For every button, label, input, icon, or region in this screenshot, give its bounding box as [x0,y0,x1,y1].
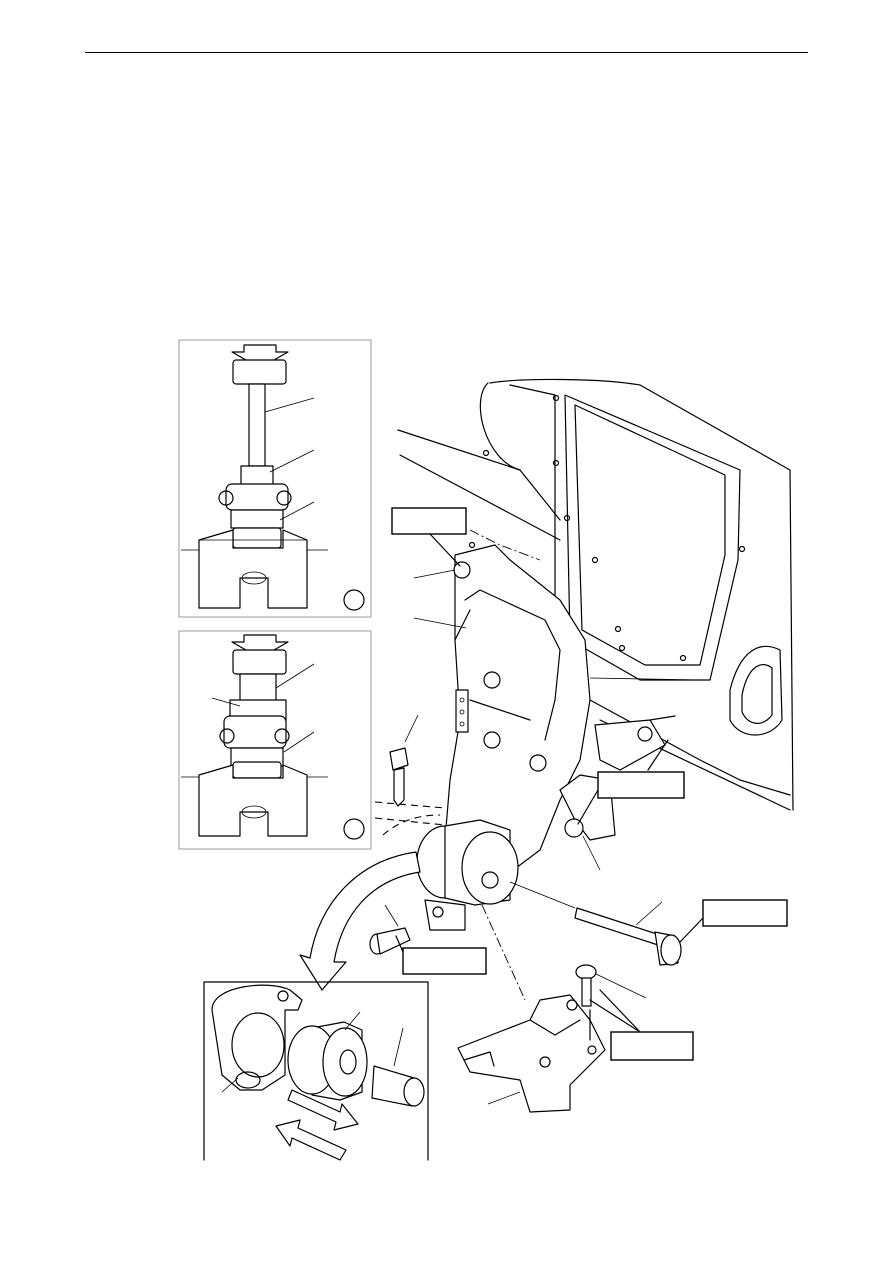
bolt-icon [369,904,411,955]
lower-mount-bracket [457,994,606,1113]
step-number-badge [343,589,365,611]
bolt-icon [575,964,647,1041]
callout-box [395,935,487,975]
assembly-arrow-icon [287,1089,359,1131]
detail-view-bushing-exploded [203,981,429,1161]
callout-box [589,989,694,1061]
header-rule [85,52,808,53]
callout-box [577,771,685,825]
callout-box [391,507,467,567]
callout-box [679,899,788,943]
bolt-icon [389,714,419,807]
curved-arrow-icon [299,851,421,991]
through-bolt-icon [509,881,682,966]
detail-view-press-step-2 [178,630,372,850]
engine-mount-bracket [416,544,676,931]
alignment-line [374,801,446,809]
disassembly-arrow-icon [275,1119,347,1161]
detail-view-press-step-1 [178,339,372,618]
step-number-badge [343,818,365,840]
